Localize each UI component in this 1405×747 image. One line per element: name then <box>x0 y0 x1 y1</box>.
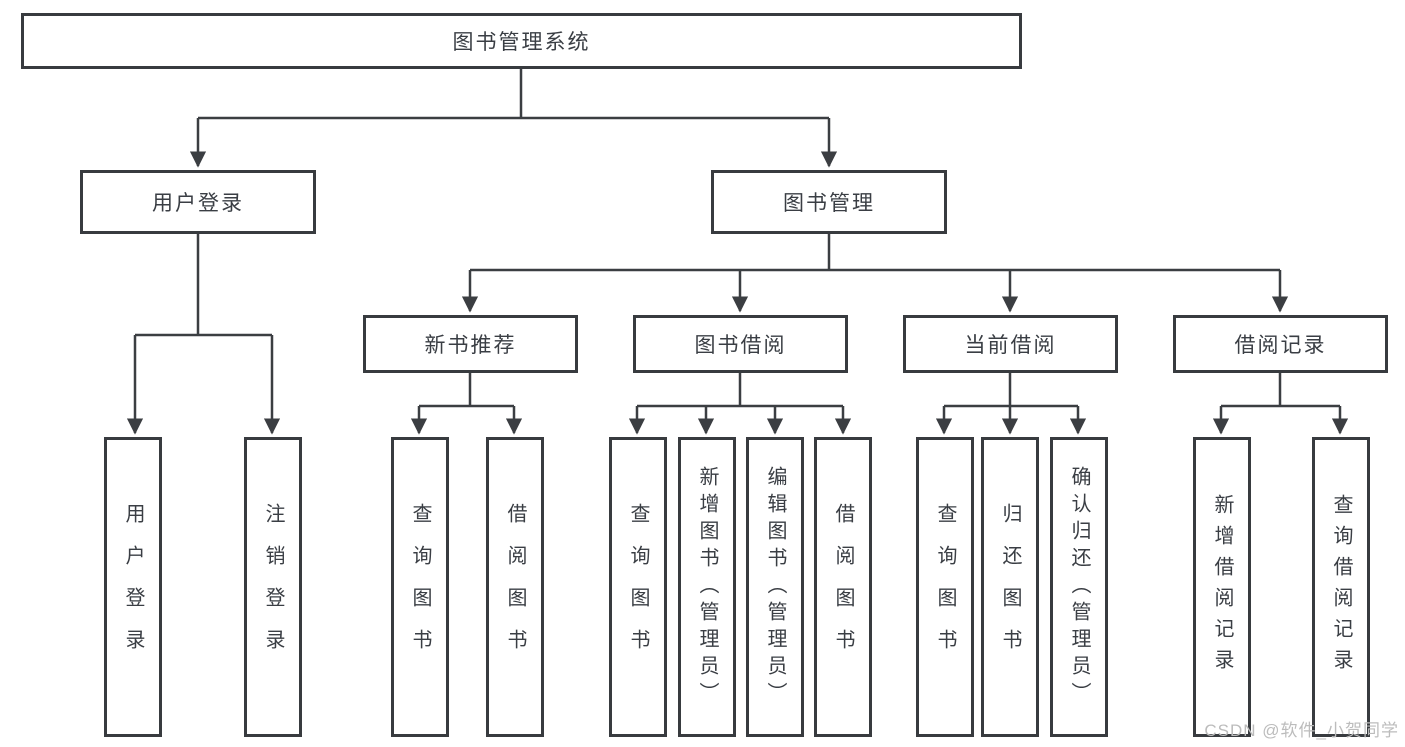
node-label: 图书管理系统 <box>452 31 591 54</box>
node-label: 图书管理 <box>783 192 875 215</box>
leaf-query-borrow-record: 查询借阅记录 <box>1312 437 1370 737</box>
node-label: 用户登录 <box>152 192 244 215</box>
leaf-borrow-books-recommend: 借阅图书 <box>486 437 544 737</box>
leaf-return-books: 归还图书 <box>981 437 1039 737</box>
node-new-book-recommend: 新书推荐 <box>363 315 578 373</box>
leaf-logout: 注销登录 <box>244 437 302 737</box>
leaf-add-borrow-record: 新增借阅记录 <box>1193 437 1251 737</box>
node-label: 编辑图书（管理员） <box>764 465 786 709</box>
node-label: 查询图书 <box>934 503 956 671</box>
node-label: 用户登录 <box>122 503 144 671</box>
node-current-borrow: 当前借阅 <box>903 315 1118 373</box>
node-label: 借阅记录 <box>1234 334 1327 357</box>
node-label: 查询借阅记录 <box>1330 494 1352 680</box>
node-system-root: 图书管理系统 <box>21 13 1022 69</box>
node-label: 借阅图书 <box>504 503 526 671</box>
leaf-edit-books-admin: 编辑图书（管理员） <box>746 437 804 737</box>
node-label: 当前借阅 <box>964 334 1057 357</box>
node-user-login: 用户登录 <box>80 170 316 234</box>
csdn-watermark: CSDN @软件_小贺同学 <box>1204 721 1399 740</box>
leaf-confirm-return-admin: 确认归还（管理员） <box>1050 437 1108 737</box>
node-label: 新书推荐 <box>424 334 517 357</box>
node-label: 查询图书 <box>409 503 431 671</box>
leaf-query-books-current: 查询图书 <box>916 437 974 737</box>
leaf-query-books-borrow: 查询图书 <box>609 437 667 737</box>
node-label: 注销登录 <box>262 503 284 671</box>
node-label: 新增图书（管理员） <box>696 465 718 709</box>
node-label: 确认归还（管理员） <box>1068 465 1090 709</box>
leaf-query-books-recommend: 查询图书 <box>391 437 449 737</box>
leaf-borrow-books: 借阅图书 <box>814 437 872 737</box>
node-label: 查询图书 <box>627 503 649 671</box>
node-label: 图书借阅 <box>694 334 787 357</box>
node-label: 新增借阅记录 <box>1211 494 1233 680</box>
leaf-add-books-admin: 新增图书（管理员） <box>678 437 736 737</box>
connector-skeleton <box>135 69 1340 408</box>
node-book-management: 图书管理 <box>711 170 947 234</box>
node-borrow-records: 借阅记录 <box>1173 315 1388 373</box>
node-label: 借阅图书 <box>832 503 854 671</box>
leaf-user-login: 用户登录 <box>104 437 162 737</box>
node-label: 归还图书 <box>999 503 1021 671</box>
node-book-borrow: 图书借阅 <box>633 315 848 373</box>
